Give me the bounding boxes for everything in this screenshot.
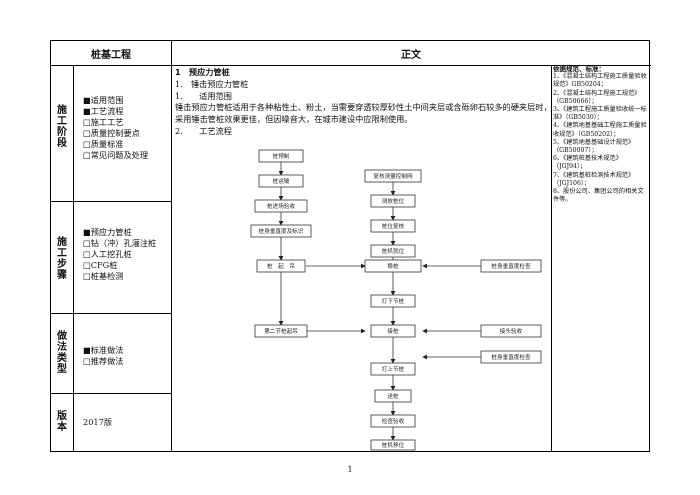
svg-text:打下节桩: 打下节桩 [382, 297, 405, 305]
reference-item: 6、《建筑桩基技术规范》（JGJ94）； [553, 155, 622, 171]
reference-item: 3、《建筑工程施工质量验收统一标准》（GB5030）； [553, 106, 647, 122]
reference-item: 4、《建筑地基基础工程施工质量验收规范》（GB50202）； [553, 122, 647, 138]
section-title-version: 版本 [57, 411, 67, 433]
flow-box-verticality-check-2: 桩身垂直度检查 [480, 350, 542, 364]
page-number: 1 [347, 465, 353, 474]
option-item[interactable]: □质量标准 [83, 139, 124, 149]
svg-text:第二节桩起吊: 第二节桩起吊 [264, 327, 298, 335]
subheading-2: 1. 适用范围 [175, 90, 232, 101]
subheading-3: 2. 工艺流程 [175, 125, 232, 136]
main-content: 1 预应力管桩 1. 锤击预应力管桩 1. 适用范围 锤击预应力管桩适用于各种粘… [175, 67, 553, 138]
svg-text:桩身垂直度检查: 桩身垂直度检查 [491, 262, 531, 270]
process-flowchart: 桩预制 桩运输 桩进场验收 桩身垂直度及标识 桩 起 吊 [175, 145, 553, 451]
flow-box-pile-position-setout: 测放桩位 [370, 194, 416, 208]
section-title-stage: 施工阶段 [57, 105, 67, 149]
main-heading: 1 预应力管桩 [175, 67, 230, 77]
document-table: 桩基工程 正文 施工阶段 ■适用范围 ■工艺流程 □施工工艺 □质量控制要点 □… [50, 40, 651, 452]
svg-text:接桩: 接桩 [387, 327, 399, 335]
column-divider-left [171, 41, 172, 451]
flow-box-follower: 送桩 [374, 389, 412, 403]
flow-box-verticality-check-1: 桩身垂直度检查 [480, 259, 542, 273]
svg-text:桩位复核: 桩位复核 [382, 222, 405, 230]
option-item[interactable]: ■预应力管桩 [83, 227, 132, 237]
reference-item: 1、《混凝土结构工程施工质量验收规范》GB50204； [553, 73, 647, 89]
flow-box-joint-acceptance: 接头验收 [480, 324, 542, 338]
svg-text:接头验收: 接头验收 [500, 327, 523, 335]
svg-text:桩身垂直度及标识: 桩身垂直度及标识 [259, 227, 304, 235]
subheading-1: 1. 锤击预应力管桩 [175, 78, 249, 89]
reference-item: 8、股份公司、集团公司的相关文件等。 [553, 188, 644, 204]
flow-box-pile-joining: 接桩 [370, 324, 416, 338]
flow-box-pile-position-check: 桩位复核 [370, 219, 416, 233]
svg-text:桩运输: 桩运输 [273, 177, 290, 185]
method-options: ■标准做法 □推荐做法 [83, 345, 175, 367]
option-item[interactable]: □推荐做法 [83, 356, 124, 366]
svg-text:桩进场验收: 桩进场验收 [267, 202, 295, 210]
flow-box-drive-lower-pile: 打下节桩 [370, 294, 416, 308]
option-item[interactable]: □施工工艺 [83, 117, 124, 127]
section-divider-1 [51, 201, 171, 202]
section-title-method: 做法类型 [57, 331, 67, 375]
flow-box-second-pile-lifting: 第二节桩起吊 [254, 324, 308, 338]
reference-item: 5、《建筑地基基础设计规范》（GB50007）； [553, 138, 635, 155]
flow-box-verticality-marking: 桩身垂直度及标识 [250, 224, 312, 238]
flow-box-pile-acceptance: 桩进场验收 [254, 199, 308, 213]
column-divider-right [551, 65, 552, 451]
reference-item: 2、《混凝土结构工程施工规范》（GB50666）； [553, 89, 641, 105]
flow-box-pile-stabilizing: 稳桩 [364, 259, 422, 273]
option-item[interactable]: □人工挖孔桩 [83, 249, 132, 259]
svg-text:稳桩: 稳桩 [387, 262, 399, 270]
header-right-title: 正文 [401, 49, 421, 61]
option-item[interactable]: ■工艺流程 [83, 106, 124, 116]
svg-text:打上节桩: 打上节桩 [382, 365, 405, 373]
svg-text:桩机移位: 桩机移位 [382, 441, 405, 449]
svg-text:检查验收: 检查验收 [382, 417, 405, 425]
flow-box-rig-relocation: 桩机移位 [370, 439, 416, 451]
svg-text:送桩: 送桩 [387, 392, 399, 400]
section-divider-2 [51, 313, 171, 314]
version-label: 2017版 [83, 417, 113, 427]
option-item[interactable]: □质量控制要点 [83, 128, 140, 138]
svg-text:测放桩位: 测放桩位 [382, 197, 405, 205]
svg-text:桩 起 吊: 桩 起 吊 [267, 262, 295, 270]
section-divider-3 [51, 393, 171, 394]
option-item[interactable]: □CFG桩 [83, 260, 118, 270]
option-item[interactable]: □钻（冲）孔灌注桩 [83, 238, 157, 248]
header-left-title: 桩基工程 [91, 49, 131, 61]
references-title: 依据规范、标准： [553, 65, 605, 73]
flow-box-pile-prefab: 桩预制 [258, 149, 304, 163]
title-column-divider [73, 65, 74, 451]
option-item[interactable]: ■适用范围 [83, 95, 124, 105]
flow-box-rig-positioning: 桩机就位 [370, 244, 416, 258]
option-item[interactable]: □桩基检测 [83, 271, 124, 281]
flow-box-pile-transport: 桩运输 [258, 174, 304, 188]
flow-box-drive-upper-pile: 打上节桩 [370, 362, 416, 376]
flow-box-control-network: 复核测量控制网 [364, 169, 422, 183]
option-item[interactable]: □常见问题及处理 [83, 150, 149, 160]
reference-item: 7、《建筑基桩检测技术规范》（JGJ106）； [553, 171, 635, 187]
scope-paragraph: 锤击预应力管桩适用于各种粘性土、粉土，当需要穿透较厚砂性土中间夹层或含砾卵石较多… [175, 102, 552, 125]
header-divider [51, 65, 651, 66]
flow-box-pile-lifting: 桩 起 吊 [256, 259, 306, 273]
flow-box-inspection-acceptance: 检查验收 [370, 414, 416, 428]
svg-text:桩预制: 桩预制 [273, 152, 290, 160]
section-title-steps: 施工步骤 [57, 237, 67, 281]
svg-text:桩机就位: 桩机就位 [382, 247, 405, 255]
stage-options: ■适用范围 ■工艺流程 □施工工艺 □质量控制要点 □质量标准 □常见问题及处理 [83, 95, 175, 161]
svg-text:复核测量控制网: 复核测量控制网 [373, 172, 413, 180]
option-item[interactable]: ■标准做法 [83, 345, 124, 355]
version-value: 2017版 [83, 417, 175, 428]
references-column: 依据规范、标准： 1、《混凝土结构工程施工质量验收规范》GB50204； 2、《… [553, 65, 649, 204]
step-options: ■预应力管桩 □钻（冲）孔灌注桩 □人工挖孔桩 □CFG桩 □桩基检测 [83, 227, 175, 282]
svg-text:桩身垂直度检查: 桩身垂直度检查 [491, 353, 531, 361]
